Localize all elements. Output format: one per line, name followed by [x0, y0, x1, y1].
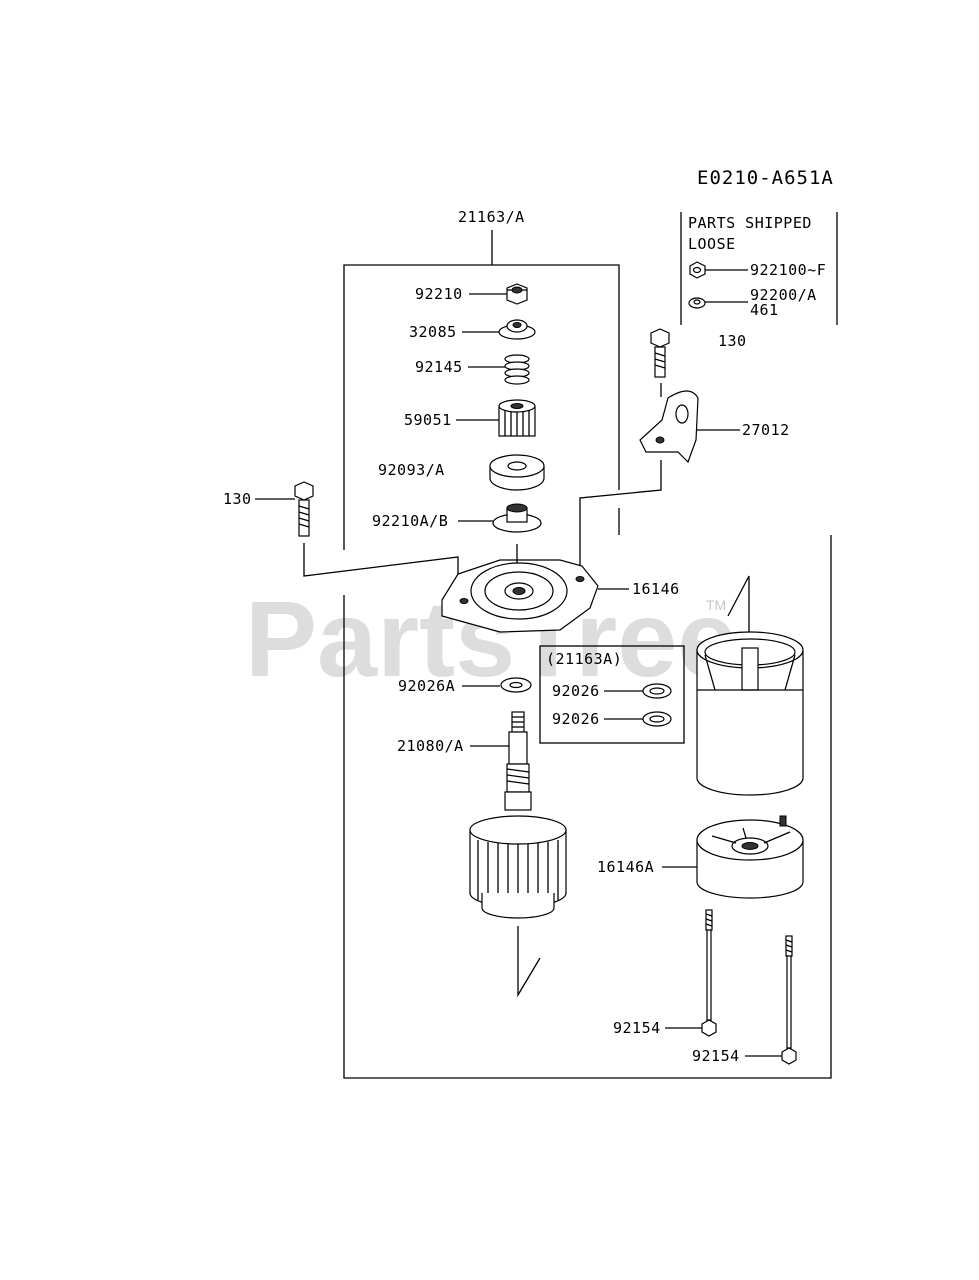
label-assembly: 21163/A [458, 208, 525, 226]
label-bracket: 27012 [742, 421, 790, 439]
label-bolt-left: 130 [223, 490, 252, 508]
label-collar: 92210A/B [372, 512, 448, 530]
label-armature: 21080/A [397, 737, 464, 755]
yoke-housing [696, 631, 804, 796]
rear-cover-16146a [696, 815, 804, 899]
kit-box-21163a: (21163A) 92026 92026 [539, 645, 685, 744]
bracket-27012 [639, 390, 699, 464]
front-cover-16146 [441, 559, 599, 633]
nut-92210 [506, 283, 528, 305]
thru-bolt-2-92154 [781, 935, 797, 1065]
label-stopper: 32085 [409, 323, 457, 341]
washer-92026a [500, 677, 532, 693]
loose-nut-icon [689, 261, 706, 279]
spring-92145 [504, 354, 530, 385]
loose-washer-icon [688, 297, 706, 309]
label-pinion: 59051 [404, 411, 452, 429]
stopper-32085 [498, 319, 536, 340]
pinion-gear-59051 [498, 399, 536, 437]
assembly-frame: 21163/A [343, 208, 832, 1079]
diagram-code: E0210-A651A [697, 167, 834, 189]
label-bolt-right: 130 [718, 332, 747, 350]
label-washer-small: 92026A [398, 677, 455, 695]
label-kit-washer-2: 92026 [552, 710, 600, 728]
loose-title-line1: PARTS SHIPPED [688, 214, 812, 232]
parts-shipped-loose-box: PARTS SHIPPED LOOSE 922100~F 92200/A 461 [680, 212, 838, 325]
thru-bolt-1-92154 [701, 909, 717, 1037]
label-thick-washer: 92093/A [378, 461, 445, 479]
label-rear-cover: 16146A [597, 858, 654, 876]
watermark-trademark: TM [706, 597, 726, 613]
collar-92210ab [492, 503, 542, 533]
bolt-left-130 [294, 481, 314, 537]
thick-washer-92093a [489, 454, 545, 491]
bolt-right-130 [650, 328, 670, 378]
loose-title-line2: LOOSE [688, 235, 736, 253]
loose-item-2-line2: 461 [750, 301, 779, 319]
armature-21080a [469, 711, 567, 919]
label-kit-washer-1: 92026 [552, 682, 600, 700]
label-spring: 92145 [415, 358, 463, 376]
loose-item-1: 922100~F [750, 261, 826, 279]
label-kit-title: (21163A) [546, 650, 622, 668]
label-thru-bolt-1: 92154 [613, 1019, 661, 1037]
label-front-cover: 16146 [632, 580, 680, 598]
label-thru-bolt-2: 92154 [692, 1047, 740, 1065]
loose-item-2-line1: 92200/A [750, 286, 817, 304]
label-nut: 92210 [415, 285, 463, 303]
